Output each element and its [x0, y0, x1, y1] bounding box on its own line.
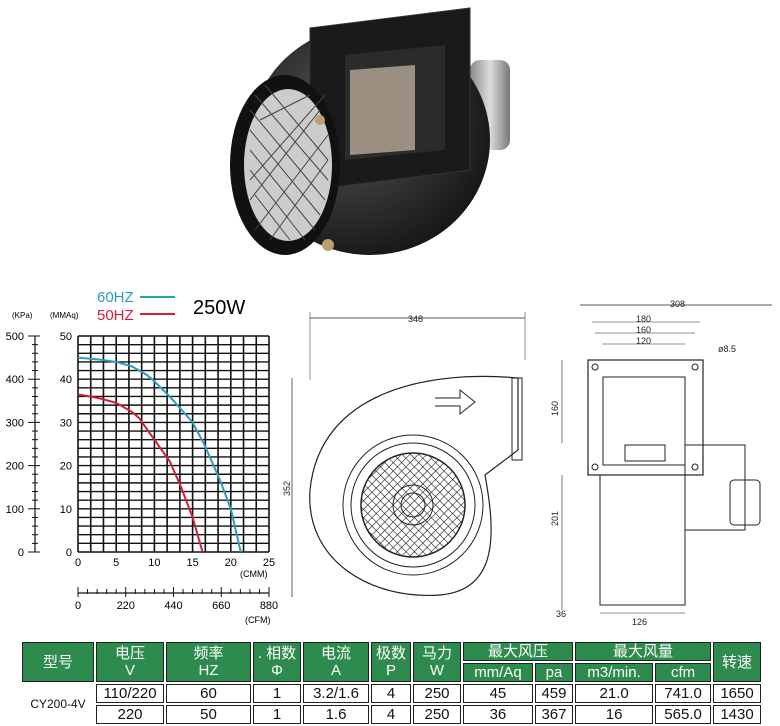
table-cell: 250	[413, 684, 461, 703]
dim-hole: ø8.5	[718, 344, 736, 354]
y-tick-label: 20	[60, 461, 72, 473]
dim-308: 308	[670, 299, 685, 309]
header-max-pressure: 最大风压	[463, 642, 574, 661]
y-tick-label: 40	[60, 374, 72, 386]
table-cell: 1.6	[303, 705, 369, 724]
model-cell: CY200-4V	[30, 696, 86, 711]
y2-tick-label: 100	[6, 504, 24, 516]
header-cfm: cfm	[655, 663, 711, 682]
header-max-airflow: 最大风量	[575, 642, 711, 661]
side-view-drawing: 348 352	[282, 312, 526, 597]
header-model: 型号	[22, 642, 94, 682]
series-line-50hz	[77, 393, 204, 553]
dim-width-348: 348	[408, 314, 423, 324]
x-tick-label: 0	[75, 557, 81, 569]
y2-tick-label: 0	[18, 547, 24, 559]
chart-title: 250W	[193, 297, 245, 319]
x2-tick-label: 660	[212, 600, 230, 612]
dim-height-352: 352	[282, 481, 292, 496]
table-cell: 36	[463, 705, 533, 724]
header-pa: pa	[534, 663, 574, 682]
x-tick-label: 25	[263, 557, 275, 569]
table-cell: 741.0	[655, 684, 711, 703]
header-mmaq: mm/Aq	[463, 663, 533, 682]
dim-h160: 160	[550, 401, 560, 416]
y2-tick-label: 500	[6, 331, 24, 343]
table-cell: 50	[166, 705, 251, 724]
x-tick-label: 15	[186, 557, 198, 569]
table-cell: 220	[96, 705, 164, 724]
legend-60hz-label: 60HZ	[97, 289, 134, 306]
dim-160: 160	[636, 325, 651, 335]
table-cell: 16	[575, 705, 654, 724]
y-tick-label: 10	[60, 504, 72, 516]
table-cell: 1	[253, 684, 301, 703]
table-cell: 1650	[713, 684, 761, 703]
dim-126: 126	[632, 617, 647, 627]
table-cell: 60	[166, 684, 251, 703]
y-tick-label: 30	[60, 417, 72, 429]
table-cell: 4	[371, 684, 411, 703]
x2-tick-label: 220	[117, 600, 135, 612]
table-cell: 1	[253, 705, 301, 724]
performance-chart: 60HZ 50HZ 250W (KPa) (MMAq) 010203040500…	[6, 289, 279, 625]
front-view-drawing: 308 180 160 120 ø8.5 160 201 36 126	[550, 299, 772, 627]
dim-36: 36	[556, 609, 566, 619]
x2-tick-label: 0	[75, 600, 81, 612]
y2-tick-label: 400	[6, 374, 24, 386]
y2-tick-label: 300	[6, 417, 24, 429]
table-cell: 250	[413, 705, 461, 724]
table-cell: 367	[534, 705, 574, 724]
y-tick-label: 50	[60, 331, 72, 343]
table-cell: 459	[534, 684, 574, 703]
x-axis-label: (CMM)	[240, 569, 268, 579]
y2-axis-label: (KPa)	[12, 311, 33, 320]
series-line-60hz	[77, 356, 242, 553]
table-cell: 3.2/1.6	[303, 684, 369, 703]
x2-tick-label: 880	[260, 600, 278, 612]
legend-50hz-label: 50HZ	[97, 307, 134, 324]
dim-120: 120	[636, 336, 651, 346]
table-cell: 110/220	[96, 684, 164, 703]
x-tick-label: 20	[225, 557, 237, 569]
dim-201: 201	[550, 511, 560, 526]
x-tick-label: 5	[113, 557, 119, 569]
x2-tick-label: 440	[164, 600, 182, 612]
blower-photo	[230, 7, 510, 255]
table-cell: 565.0	[655, 705, 711, 724]
table-cell: 4	[371, 705, 411, 724]
x2-axis-label: (CFM)	[245, 615, 271, 625]
x-tick-label: 10	[148, 557, 160, 569]
table-cell: 21.0	[575, 684, 654, 703]
table-cell: 45	[463, 684, 533, 703]
y-tick-label: 0	[66, 547, 72, 559]
dim-180: 180	[636, 314, 651, 324]
y2-tick-label: 200	[6, 461, 24, 473]
y-axis-label: (MMAq)	[50, 311, 79, 320]
header-speed: 转速	[713, 642, 761, 682]
table-cell: 1430	[713, 705, 761, 724]
header-m3min: m3/min.	[575, 663, 654, 682]
